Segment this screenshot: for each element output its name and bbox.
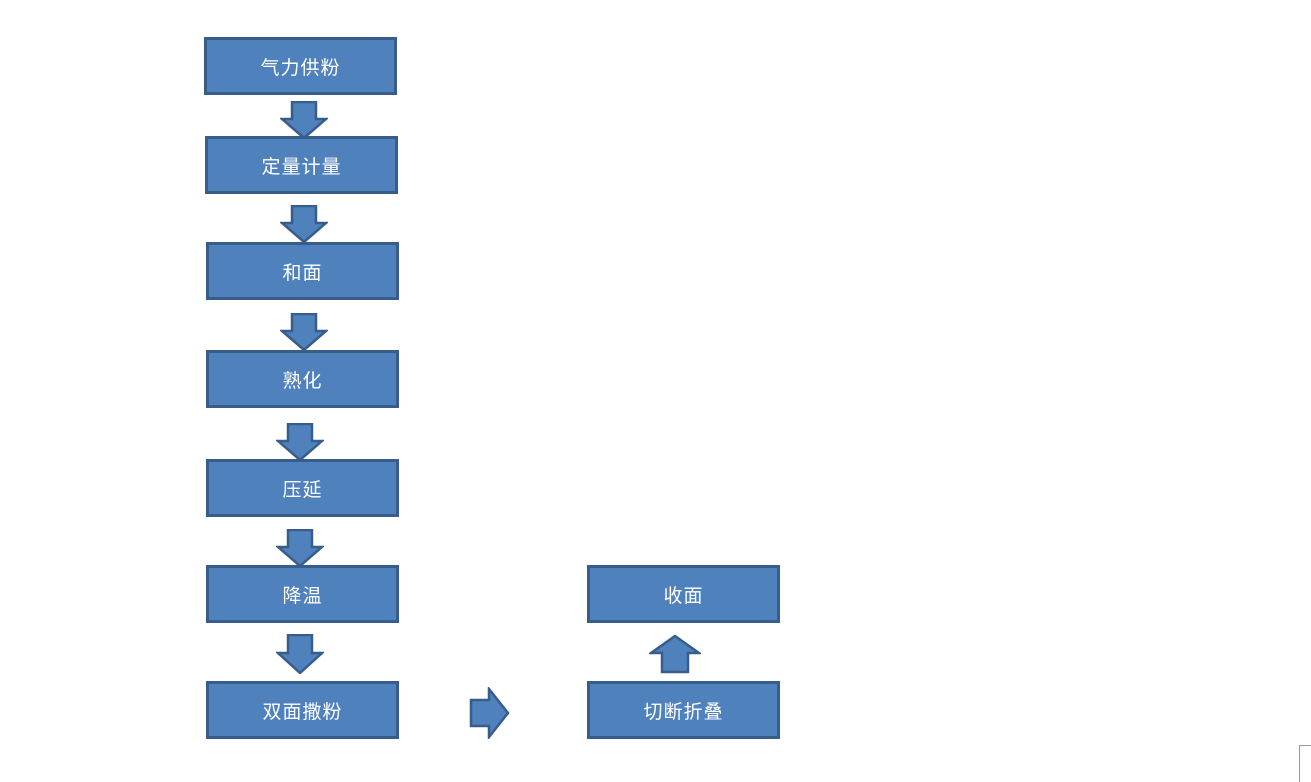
arrow-down-icon (276, 634, 324, 674)
step-label: 气力供粉 (260, 56, 341, 79)
page-corner-mark (1299, 745, 1311, 782)
step-collect-noodles: 收面 (587, 565, 780, 623)
step-double-side-dusting: 双面撒粉 (206, 681, 399, 739)
step-label: 和面 (282, 261, 323, 284)
arrow-down-icon (280, 205, 328, 243)
step-cooling: 降温 (206, 565, 399, 623)
step-label: 收面 (663, 584, 704, 607)
arrow-down-icon (280, 313, 328, 351)
step-pneumatic-feed: 气力供粉 (204, 37, 397, 95)
step-dough-mixing: 和面 (206, 242, 399, 300)
arrow-right-icon (469, 687, 510, 739)
step-label: 切断折叠 (643, 700, 724, 723)
step-label: 降温 (282, 584, 323, 607)
step-label: 熟化 (282, 369, 323, 392)
arrow-down-icon (280, 101, 328, 139)
step-maturing: 熟化 (206, 350, 399, 408)
arrow-down-icon (276, 529, 324, 567)
step-rolling: 压延 (206, 459, 399, 517)
step-cut-and-fold: 切断折叠 (587, 681, 780, 739)
arrow-down-icon (276, 423, 324, 461)
step-label: 压延 (282, 478, 323, 501)
step-label: 双面撒粉 (262, 700, 343, 723)
arrow-up-icon (649, 634, 701, 674)
step-label: 定量计量 (261, 155, 342, 178)
step-quantitative-metering: 定量计量 (205, 136, 398, 194)
